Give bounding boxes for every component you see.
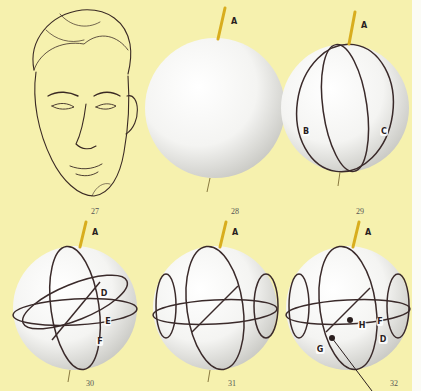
sphere-29-part-part bbox=[289, 38, 402, 178]
axis-letter: E bbox=[104, 318, 111, 326]
axis-letter: A bbox=[364, 229, 372, 237]
sphere-30-part bbox=[68, 370, 70, 382]
figure-number: 31 bbox=[228, 380, 236, 388]
axis-letter: D bbox=[379, 336, 388, 344]
head-sketch-part bbox=[126, 96, 137, 134]
sphere-31-part bbox=[220, 222, 226, 247]
sphere-32 bbox=[285, 222, 410, 391]
figure-number: 27 bbox=[91, 208, 99, 216]
sphere-32-part bbox=[286, 246, 410, 370]
sphere-31 bbox=[152, 222, 278, 382]
sphere-29-part bbox=[349, 12, 355, 44]
sphere-30-part-part bbox=[43, 243, 108, 372]
axis-letter: A bbox=[230, 18, 238, 26]
figure-number: 32 bbox=[390, 380, 398, 388]
head-sketch-part bbox=[48, 92, 120, 96]
axis-letter: F bbox=[376, 318, 383, 326]
sphere-28-part bbox=[218, 8, 225, 39]
sphere-32-part-part bbox=[285, 297, 410, 327]
sphere-30 bbox=[12, 222, 137, 382]
sphere-31-part-part bbox=[156, 274, 176, 338]
axis-letter: A bbox=[360, 22, 368, 30]
axis-letter: D bbox=[100, 290, 109, 298]
figure-number: 28 bbox=[231, 208, 239, 216]
plane-letter: C bbox=[380, 128, 388, 136]
sphere-28 bbox=[145, 8, 285, 192]
figure-number: 29 bbox=[356, 208, 364, 216]
sphere-28-part bbox=[145, 38, 285, 178]
sphere-29 bbox=[281, 12, 409, 186]
sphere-32-part bbox=[285, 243, 410, 374]
point-letter: G bbox=[316, 346, 325, 354]
sphere-31-part-part bbox=[254, 274, 278, 338]
sphere-30-part bbox=[80, 222, 86, 247]
head-sketch bbox=[33, 10, 137, 196]
head-sketch-part bbox=[46, 14, 100, 42]
head-sketch-part bbox=[92, 184, 110, 197]
sphere-30-part bbox=[13, 246, 137, 370]
sphere-30-part bbox=[12, 243, 137, 372]
sphere-30-part-part bbox=[16, 264, 133, 339]
sphere-32-part-part bbox=[387, 274, 409, 338]
sphere-32-part bbox=[347, 317, 353, 323]
point-letter: H bbox=[358, 322, 367, 330]
sphere-32-part-part bbox=[289, 274, 309, 338]
head-sketch-part bbox=[34, 36, 128, 70]
sphere-31-part-part bbox=[192, 286, 238, 332]
sphere-32-part-part bbox=[312, 243, 385, 374]
sphere-29-part bbox=[289, 38, 402, 178]
sphere-29-part bbox=[281, 44, 409, 172]
page-edge bbox=[412, 0, 421, 391]
axis-letter: A bbox=[231, 229, 239, 237]
plane-letter: B bbox=[302, 128, 310, 136]
figure-number: 30 bbox=[86, 380, 94, 388]
sphere-29-part bbox=[338, 172, 340, 186]
sphere-31-part-part bbox=[152, 297, 277, 327]
head-sketch-part bbox=[70, 164, 102, 176]
sphere-31-part bbox=[153, 246, 277, 370]
sphere-31-part bbox=[208, 370, 210, 382]
sphere-31-part bbox=[152, 243, 278, 374]
axis-letter: F bbox=[96, 338, 103, 346]
sphere-31-part-part bbox=[179, 243, 252, 374]
head-sketch-part bbox=[76, 104, 96, 149]
sphere-29-part-part bbox=[314, 42, 375, 175]
sphere-28-part bbox=[207, 178, 210, 192]
head-sketch-part bbox=[52, 103, 116, 109]
axis-letter: A bbox=[91, 229, 99, 237]
sphere-32-part bbox=[353, 222, 359, 247]
sphere-30-part-part bbox=[52, 282, 100, 340]
sphere-32-part bbox=[332, 338, 372, 391]
head-sketch-part bbox=[33, 10, 131, 74]
head-sketch-part bbox=[35, 72, 129, 196]
sphere-32-part-part bbox=[326, 288, 370, 332]
